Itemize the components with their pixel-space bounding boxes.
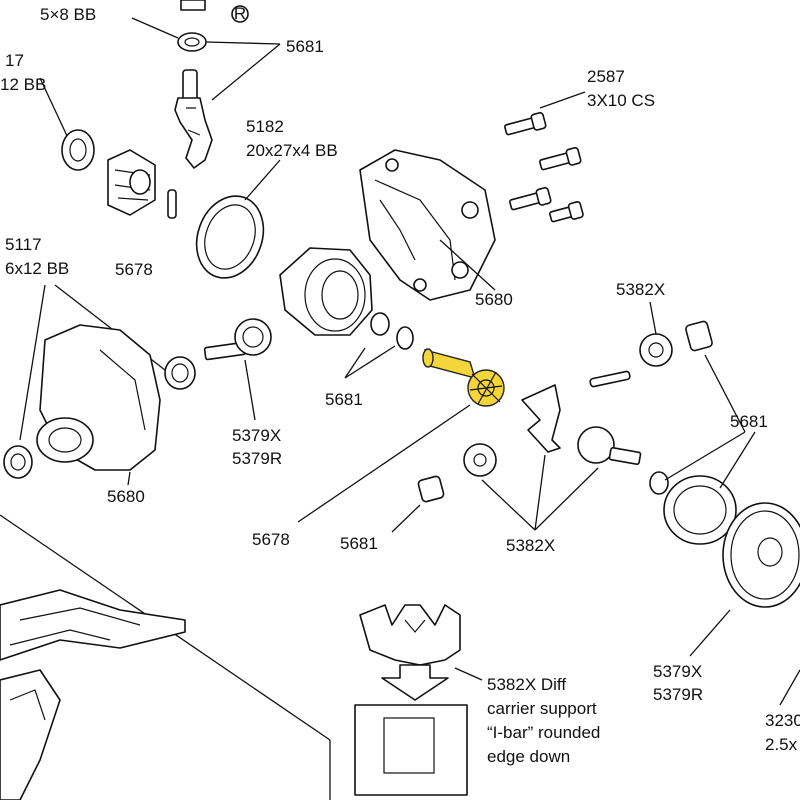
note-line-3: “I-bar” rounded (487, 723, 600, 742)
screws-2587 (504, 111, 584, 223)
registered-mark: R (234, 4, 246, 23)
pin-5678 (167, 189, 177, 219)
bearing-left-top (61, 129, 95, 171)
shift-fork-5681 (174, 69, 213, 169)
leader-5379-left (244, 359, 256, 421)
label-part-5680-left: 5680 (107, 487, 145, 506)
gear-housing-right-5680 (359, 149, 496, 301)
label-part-5678-bottom: 5678 (252, 530, 290, 549)
label-bearing-5x8: 5×8 BB (40, 5, 96, 24)
bearing-5117-a-inner (171, 363, 189, 383)
label-part-5379x-left: 5379X (232, 426, 281, 445)
label-part-5681-right: 5681 (730, 412, 768, 431)
leader-5681-right (664, 354, 756, 489)
bearing-5x8 (177, 32, 207, 52)
label-part-5379r-right: 5379R (653, 685, 703, 704)
label-part-3230-partial: 3230 (765, 711, 800, 730)
i-bar-note-illustration (354, 604, 483, 796)
label-part-5681-mid: 5681 (325, 390, 363, 409)
washer-small (370, 312, 390, 336)
washer-right (649, 471, 669, 495)
leader-5680-right (439, 239, 496, 291)
diff-cup (279, 247, 373, 336)
bearing-5182 (195, 195, 265, 279)
spur-gear (722, 502, 800, 608)
carrier-i-bar (521, 384, 561, 453)
shim-5681-bottom (417, 475, 445, 503)
bearing-5117-b (3, 445, 33, 479)
label-bearing-20x27x4: 20x27x4 BB (246, 141, 338, 160)
cross-pin (589, 370, 631, 388)
shim-5681 (685, 320, 713, 352)
label-part-2587: 2587 (587, 67, 625, 86)
label-part-5681-bottom: 5681 (340, 534, 378, 553)
label-bearing-12bb: 12 BB (0, 75, 46, 94)
diff-case (663, 475, 737, 545)
spider-gear-5382x-a (463, 443, 497, 477)
bearing-5117-a (164, 356, 196, 390)
washer-ring (396, 326, 414, 350)
spider-gear-5382x-top (639, 333, 673, 367)
label-screw-3x10: 3X10 CS (587, 91, 655, 110)
shift-part-top (180, 0, 206, 11)
label-part-5382x-top: 5382X (616, 280, 665, 299)
leader-5382x-bottom (481, 454, 599, 531)
label-bearing-17: 17 (5, 51, 24, 70)
label-part-5379x-right: 5379X (653, 662, 702, 681)
bearing-5117-b-inner (10, 453, 26, 471)
leader-5182 (244, 159, 281, 201)
leader-5678-bottom (297, 404, 471, 523)
leader-3230 (779, 669, 800, 706)
label-part-5379r-left: 5379R (232, 449, 282, 468)
label-part-5680-right: 5680 (475, 290, 513, 309)
pinion-gear-5379 (203, 318, 272, 361)
registered-mark-circle (231, 5, 249, 23)
leader-5681-mid (344, 345, 396, 379)
label-2-5x-partial: 2.5x (765, 735, 798, 754)
leader-5681-bottom (391, 504, 421, 533)
clutch-hub (107, 149, 156, 216)
highlighted-pinion-shaft-5678 (422, 348, 505, 407)
note-line-1: 5382X Diff (487, 675, 566, 694)
note-line-4: edge down (487, 747, 570, 766)
leader-5382x-top (649, 301, 657, 335)
label-part-5182: 5182 (246, 117, 284, 136)
gear-housing-left-5680 (36, 324, 161, 471)
label-part-5678-left: 5678 (115, 260, 153, 279)
output-gear-5379-right (577, 426, 642, 465)
leader-lines-top (39, 17, 586, 139)
note-line-2: carrier support (487, 699, 597, 718)
label-part-5117: 5117 (5, 235, 42, 254)
leader-5680-left (127, 471, 131, 486)
leader-5379-right (689, 609, 731, 657)
chassis-inset (0, 514, 331, 800)
label-part-5681-top: 5681 (286, 37, 324, 56)
label-bearing-6x12: 6x12 BB (5, 259, 69, 278)
label-part-5382x-bottom: 5382X (506, 536, 555, 555)
